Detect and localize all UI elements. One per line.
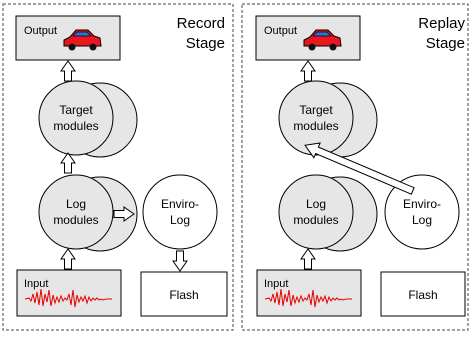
replay-stage-title-line2: Stage	[426, 35, 465, 52]
record-arrow-input-to-log	[60, 248, 76, 270]
record-input-label: Input	[24, 278, 48, 290]
replay-flash-label: Flash	[408, 288, 437, 302]
replay-target-modules-node: Target modules	[278, 80, 378, 158]
replay-target-label-line1: Target	[299, 103, 333, 117]
replay-log-label-line1: Log	[306, 197, 326, 211]
record-envirolog-node: Enviro- Log	[142, 174, 218, 250]
record-output-box: Output	[15, 15, 121, 61]
record-log-modules-node: Log modules	[38, 174, 138, 252]
replay-input-label: Input	[264, 278, 288, 290]
replay-output-box: Output	[255, 15, 361, 61]
record-stage-title-line1: Record	[177, 15, 225, 32]
record-flash-box: Flash	[140, 271, 228, 317]
record-arrow-target-to-output	[60, 60, 76, 82]
waveform-icon	[24, 288, 112, 308]
record-envirolog-label-line2: Log	[170, 213, 190, 227]
record-arrow-log-to-target	[60, 152, 76, 174]
waveform-icon	[264, 288, 352, 308]
replay-stage-title-line1: Replay	[418, 15, 465, 32]
record-output-label: Output	[24, 25, 57, 37]
record-target-label-line2: modules	[53, 119, 98, 133]
replay-log-modules-node: Log modules	[278, 174, 378, 252]
record-log-label-line2: modules	[53, 213, 98, 227]
record-flash-label: Flash	[169, 288, 198, 302]
record-arrow-envirolog-to-flash	[172, 250, 188, 272]
record-stage-panel: Record Stage Output Target modules Log m…	[2, 3, 234, 331]
record-stage-title-line2: Stage	[186, 35, 225, 52]
replay-input-box: Input	[256, 269, 362, 317]
replay-stage-border	[241, 3, 469, 331]
replay-stage-panel: Replay Stage Output Target modules Log m…	[241, 3, 469, 331]
replay-log-label-line2: modules	[293, 213, 338, 227]
record-target-modules-node: Target modules	[38, 80, 138, 158]
record-stage-border	[2, 3, 234, 331]
replay-arrow-envirolog-to-target	[304, 142, 415, 195]
replay-arrow-target-to-output	[300, 60, 316, 82]
record-log-label-line1: Log	[66, 197, 86, 211]
record-target-label-line1: Target	[59, 103, 93, 117]
record-input-box: Input	[16, 269, 122, 317]
replay-output-label: Output	[264, 25, 297, 37]
replay-envirolog-label-line2: Log	[412, 213, 432, 227]
replay-flash-box: Flash	[380, 271, 466, 317]
record-envirolog-label-line1: Enviro-	[161, 197, 199, 211]
replay-envirolog-node: Enviro- Log	[384, 174, 460, 250]
replay-target-label-line2: modules	[293, 119, 338, 133]
replay-arrow-input-to-log	[300, 248, 316, 270]
replay-envirolog-label-line1: Enviro-	[403, 197, 441, 211]
